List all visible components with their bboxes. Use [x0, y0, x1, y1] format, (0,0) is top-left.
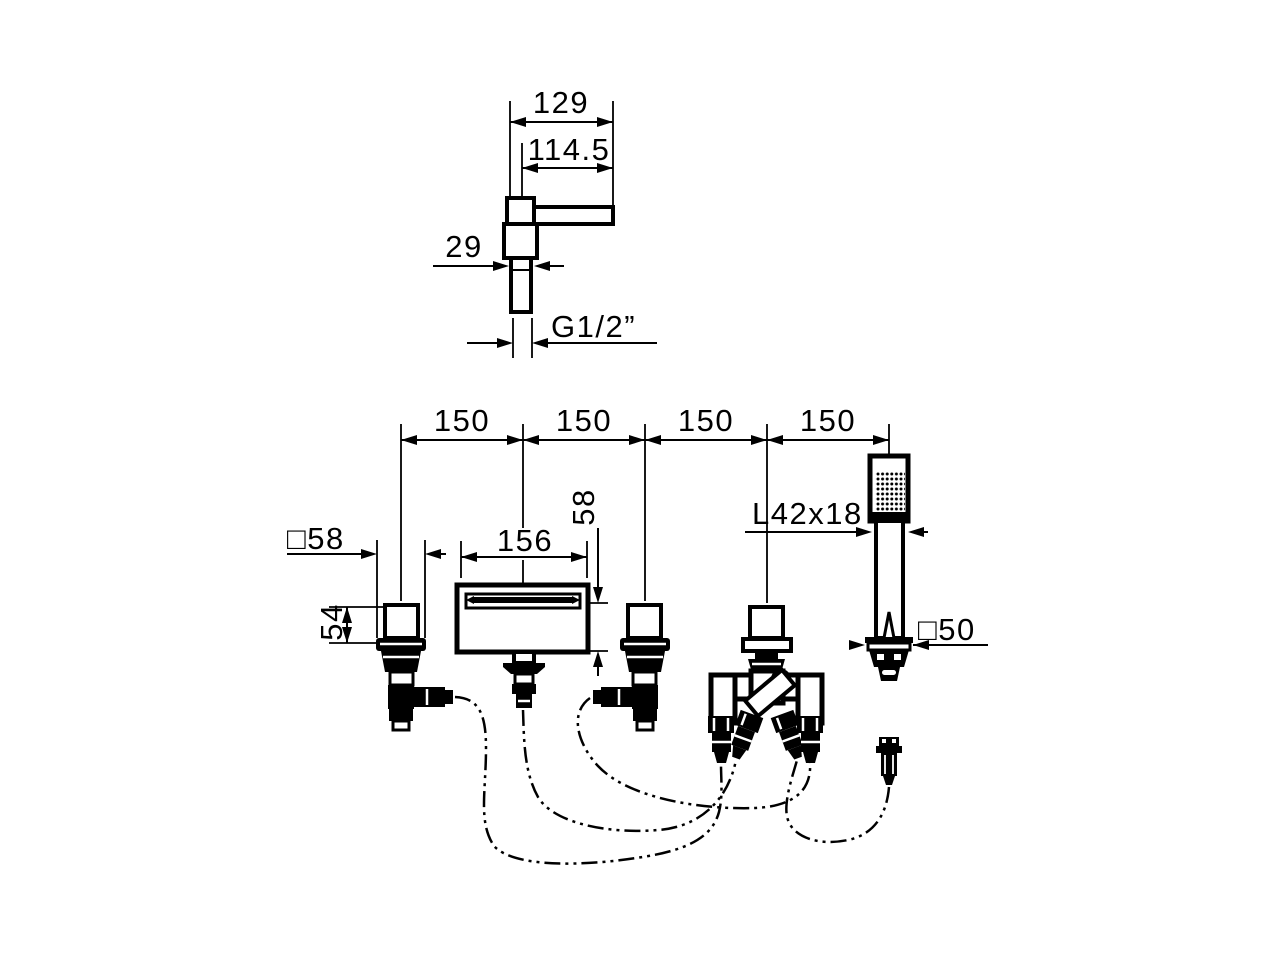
- dim-spout-width-label: 156: [497, 523, 553, 558]
- right-valve-handle: [626, 603, 663, 640]
- right-side-valve: [593, 603, 670, 732]
- diverter-outlet-center-right: [770, 709, 803, 760]
- hose-left-valve: [454, 695, 723, 865]
- dim-handshower-profile-label: L42x18: [752, 496, 863, 531]
- dim-spout-height-label: 58: [566, 488, 601, 525]
- hose-right-valve: [576, 696, 812, 810]
- spout-waterfall-slot: [473, 597, 573, 603]
- bottom-view-assembly: 150 150 150 150 □58 54 15: [287, 403, 988, 865]
- left-valve-handle: [383, 603, 420, 640]
- dim-spacing-4-label: 150: [800, 403, 856, 438]
- dim-lever-reach: 114.5: [521, 132, 613, 198]
- shower-hose-connector: [876, 737, 902, 785]
- dim-holder-escutcheon: □50: [849, 612, 988, 650]
- spray-face-dots: [875, 471, 905, 512]
- dim-hole-spacing-chain: 150 150 150 150: [400, 403, 890, 603]
- diverter-manifold: [708, 605, 825, 763]
- left-valve-outlet-elbow: [414, 687, 445, 707]
- dim-lever-reach-label: 114.5: [528, 132, 611, 167]
- holder-flange: [865, 637, 913, 643]
- diverter-handle: [748, 605, 785, 640]
- dim-spout-height: 58: [566, 488, 608, 676]
- cascade-spout: [454, 582, 591, 708]
- diverter-outlet-center-left: [731, 709, 764, 760]
- dim-spout-width: 156: [460, 523, 588, 578]
- diverter-outlet-left: [708, 716, 734, 763]
- diverter-outlet-right: [797, 716, 823, 763]
- dim-spacing-2-label: 150: [556, 403, 612, 438]
- lever-arm: [532, 205, 615, 226]
- dim-body-width: 29: [433, 229, 564, 271]
- dim-holder-escutcheon-label: □50: [918, 612, 976, 647]
- flexible-hoses: [454, 695, 891, 865]
- top-view-handle: 129 114.5 29: [433, 85, 657, 358]
- dim-spacing-3-label: 150: [678, 403, 734, 438]
- dim-handle-escutcheon-label: □58: [287, 521, 345, 556]
- hose-hand-shower: [785, 759, 891, 844]
- hose-spout: [521, 709, 738, 833]
- hand-shower-handle: [874, 519, 905, 640]
- dim-handle-height-label: 54: [314, 603, 349, 640]
- dim-handle-escutcheon: □58: [287, 521, 446, 638]
- diverter-angled-body: [742, 667, 798, 719]
- right-valve-outlet-elbow: [601, 687, 632, 707]
- hand-shower: [865, 453, 913, 681]
- handle-body: [502, 222, 539, 260]
- dim-spacing-1-label: 150: [434, 403, 490, 438]
- handle-stem: [509, 256, 533, 314]
- handle-cap: [505, 196, 536, 226]
- dim-body-width-label: 29: [445, 229, 482, 264]
- dim-overall-width: 129: [509, 85, 614, 207]
- dim-handshower-profile: L42x18: [745, 496, 928, 537]
- dim-overall-width-label: 129: [533, 85, 589, 120]
- lever-handle-side-view: [502, 196, 615, 314]
- dim-thread-label: G1/2”: [551, 309, 636, 344]
- dim-handle-height: 54: [314, 603, 384, 644]
- left-side-valve: [376, 603, 453, 732]
- dim-thread: G1/2”: [467, 309, 657, 358]
